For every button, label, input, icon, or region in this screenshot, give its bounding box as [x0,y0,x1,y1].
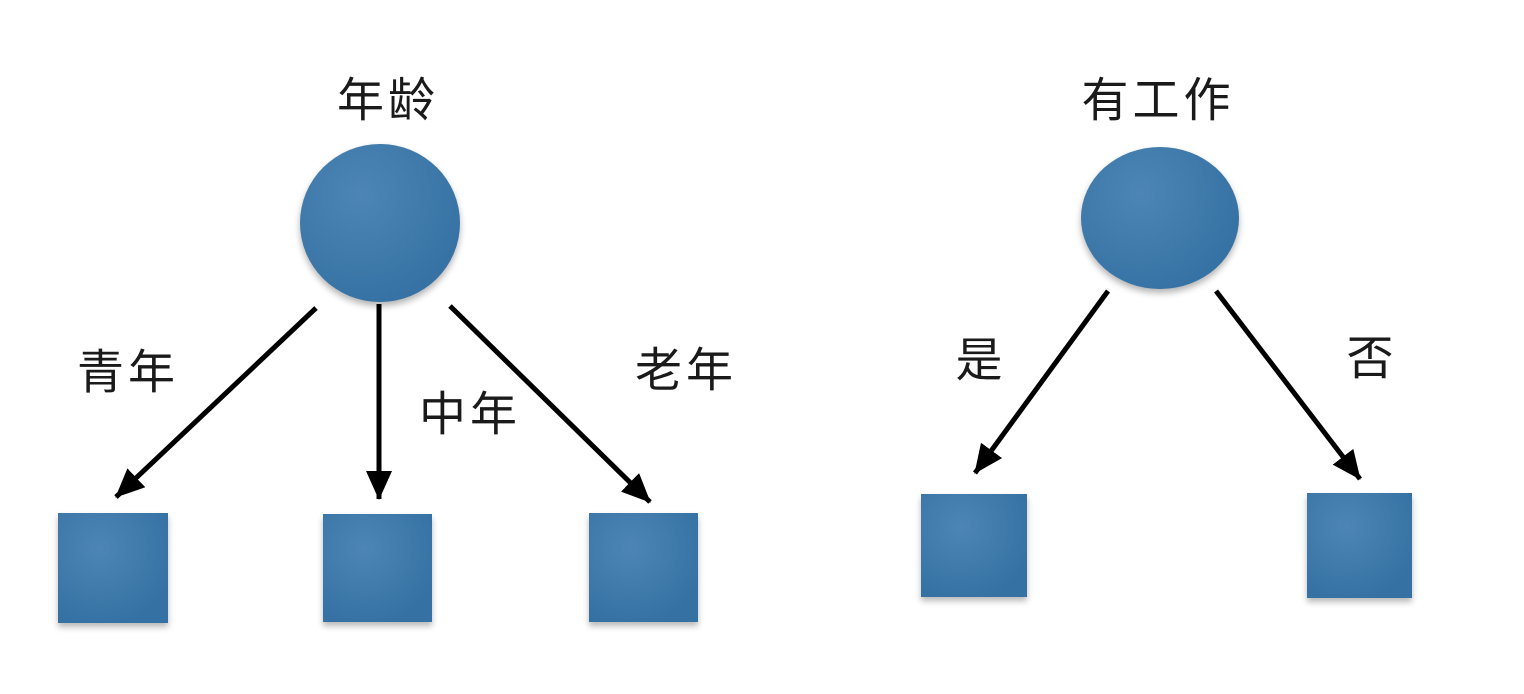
job-root-label: 有工作 [1081,73,1235,127]
branch-label-middle-age: 中年 [419,387,521,441]
branch-label-old-age: 老年 [635,343,737,397]
edge-arrow-yes [972,289,1111,475]
branch-label-yes: 是 [955,333,1007,387]
age-root-label: 年龄 [337,73,439,127]
leaf-node-yes [921,494,1027,597]
leaf-node-middle-age [323,514,432,622]
branch-label-youth: 青年 [77,345,179,399]
edge-arrow-old-age [448,304,652,504]
job-root-node [1081,147,1239,289]
leaf-node-youth [58,513,168,623]
edge-arrow-youth [114,306,318,499]
edge-arrow-no [1214,289,1362,481]
age-root-node [300,144,460,302]
leaf-node-no [1307,493,1412,598]
branch-label-no: 否 [1346,331,1398,385]
leaf-node-old-age [589,513,698,622]
